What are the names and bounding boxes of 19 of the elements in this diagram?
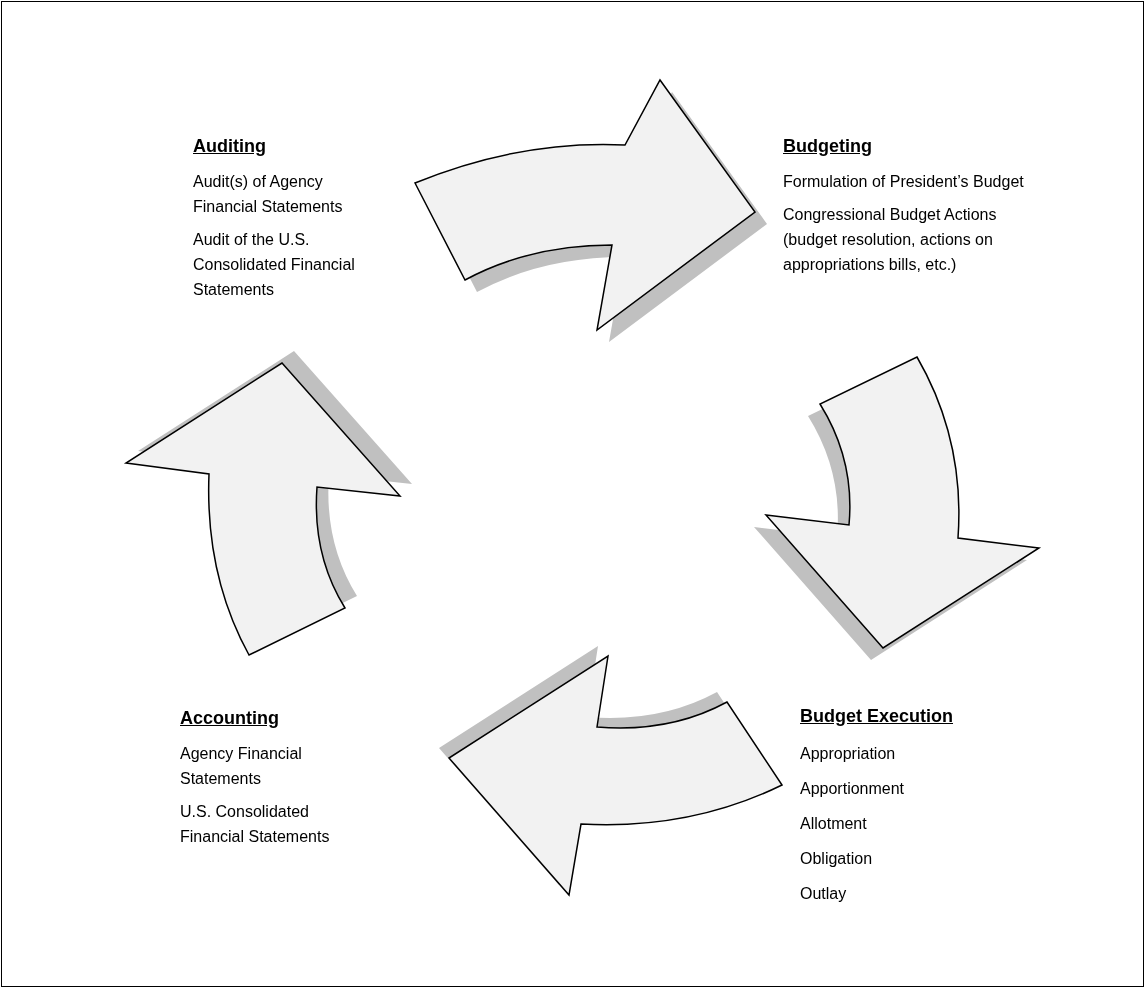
item-text: Outlay <box>800 884 848 904</box>
item-text: Apportionment <box>800 779 906 799</box>
section-heading: Auditing <box>193 135 267 158</box>
item-text: U.S. Consolidated Financial Statements <box>180 802 331 847</box>
curved-block-arrow <box>414 79 767 342</box>
curved-block-arrow <box>125 351 412 656</box>
curved-block-arrow <box>439 646 783 896</box>
item-text: Obligation <box>800 849 874 869</box>
section-heading: Budget Execution <box>800 705 954 728</box>
section-heading: Budgeting <box>783 135 873 158</box>
item-text: Congressional Budget Actions (budget resolution, actions on appropriations bills, etc.) <box>783 205 998 275</box>
item-text: Appropriation <box>800 744 897 764</box>
item-text: Formulation of President’s Budget <box>783 172 1025 192</box>
item-text: Audit of the U.S. Consolidated Financial Statements <box>193 230 356 300</box>
curved-block-arrow <box>754 356 1040 660</box>
item-text: Audit(s) of Agency Financial Statements <box>193 172 344 217</box>
item-text: Allotment <box>800 814 868 834</box>
item-text: Agency Financial Statements <box>180 744 303 789</box>
section-heading: Accounting <box>180 707 280 730</box>
